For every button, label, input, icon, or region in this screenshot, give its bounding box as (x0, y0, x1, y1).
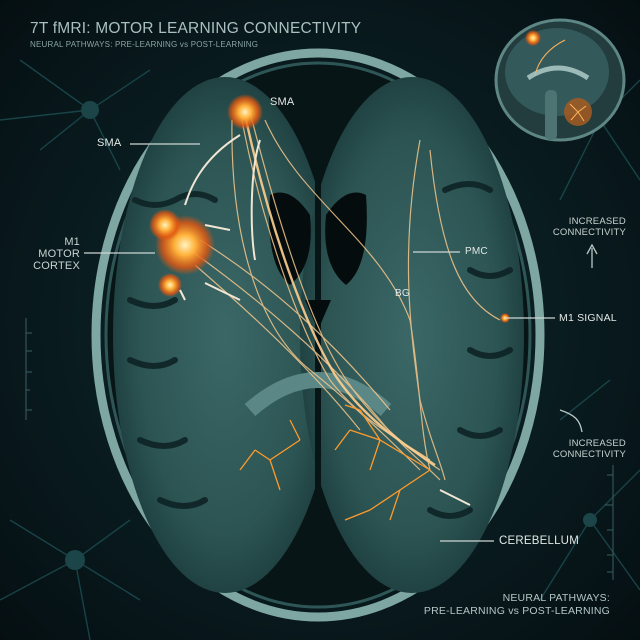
label-m1-line3: CORTEX (33, 260, 80, 272)
label-increased-connectivity-top: INCREASED CONNECTIVITY (553, 216, 626, 238)
label-cerebellum: CEREBELLUM (499, 535, 579, 547)
label-pmc: PMC (465, 246, 488, 257)
label-sma-left: SMA (97, 137, 122, 149)
label-m1-signal: M1 SIGNAL (559, 312, 617, 324)
neuron-body (81, 101, 99, 119)
label-bg: BG (395, 288, 410, 299)
label-m1-line2: MOTOR (38, 248, 80, 260)
footer-caption-line1: NEURAL PATHWAYS: (502, 592, 610, 604)
neuron-body (65, 550, 85, 570)
sma-activation (227, 94, 263, 130)
label-sma-top: SMA (270, 96, 295, 108)
label-line: CONNECTIVITY (552, 449, 626, 460)
skull-outline (91, 48, 545, 622)
label-line: INCREASED (568, 438, 626, 449)
connectivity-arrows (179, 134, 471, 506)
label-m1-motor-cortex: M1 MOTOR CORTEX (28, 236, 80, 272)
figure-subtitle: NEURAL PATHWAYS: PRE-LEARNING vs POST-LE… (30, 40, 259, 49)
label-m1-line1: M1 (64, 236, 80, 248)
label-increased-connectivity-bottom: INCREASED CONNECTIVITY (553, 438, 626, 460)
label-line: CONNECTIVITY (552, 227, 626, 238)
right-scale-ruler (605, 465, 614, 580)
inset-motor-activation (525, 30, 541, 46)
figure-title: 7T fMRI: MOTOR LEARNING CONNECTIVITY (30, 20, 362, 37)
neuron-body (583, 513, 597, 527)
footer-caption-line2: PRE-LEARNING vs POST-LEARNING (423, 605, 610, 617)
left-scale-ruler (25, 318, 32, 420)
cerebellum-activation (239, 404, 431, 521)
footer-caption: NEURAL PATHWAYS: PRE-LEARNING vs POST-LE… (424, 592, 610, 618)
label-line: INCREASED (568, 216, 626, 227)
